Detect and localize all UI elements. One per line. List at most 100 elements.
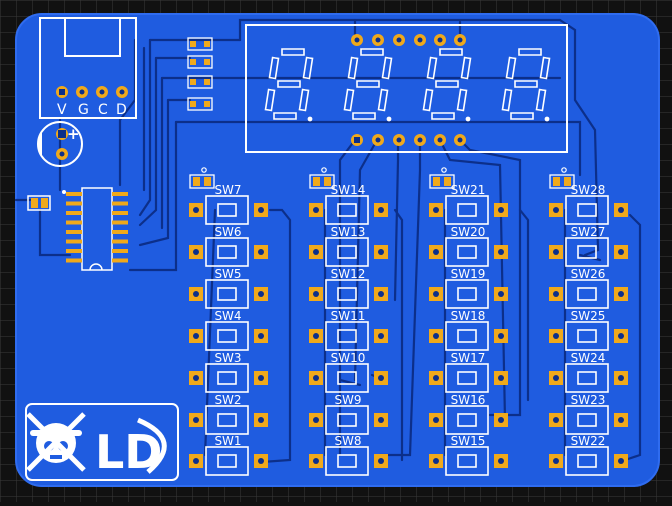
ic-pad [112, 220, 128, 225]
tactile-switch: SW8 [309, 434, 388, 476]
switch-label: SW21 [451, 183, 486, 197]
switch-label: SW5 [214, 267, 241, 281]
ic-pad [66, 220, 82, 225]
tactile-switch: SW20 [429, 225, 508, 267]
tactile-switch: SW14 [309, 183, 388, 225]
tactile-switch: SW28 [549, 183, 628, 225]
switch-label: SW6 [214, 225, 241, 239]
resistor-pad [204, 79, 210, 85]
ic-pad [66, 201, 82, 206]
tactile-switch: SW5 [189, 267, 268, 309]
electrolytic-capacitor: + [37, 121, 83, 167]
switch-label: SW4 [214, 309, 241, 323]
display-digit [501, 48, 551, 122]
resistor-outline [187, 37, 213, 51]
connector-pin-labels: V G C D [57, 102, 127, 118]
resistor-pad [204, 101, 210, 107]
tactile-switch: SW25 [549, 309, 628, 351]
switch-label: SW11 [331, 309, 366, 323]
tactile-switch: SW19 [429, 267, 508, 309]
tactile-switch: SW6 [189, 225, 268, 267]
ic-pad [112, 258, 128, 263]
capacitor-polarity: + [67, 125, 80, 143]
switch-label: SW27 [571, 225, 606, 239]
switch-label: SW7 [214, 183, 241, 197]
resistor-pad [204, 59, 210, 65]
ld-logo: LD [25, 403, 179, 481]
tactile-switch: SW11 [309, 309, 388, 351]
seven-segment-display [245, 24, 568, 153]
ic-pad [112, 230, 128, 234]
switch-label: SW22 [571, 434, 606, 448]
tactile-switch: SW27 [549, 225, 628, 267]
pin-label-v: V [57, 102, 67, 118]
switch-label: SW16 [451, 393, 486, 407]
jumper-pads [309, 167, 335, 189]
tactile-switch: SW10 [309, 351, 388, 393]
tactile-switch: SW17 [429, 351, 508, 393]
ic-pad [112, 239, 128, 244]
ic-chip [62, 187, 128, 271]
resistor-array [187, 37, 213, 111]
tactile-switch: SW15 [429, 434, 508, 476]
switch-label: SW2 [214, 393, 241, 407]
switch-label: SW15 [451, 434, 486, 448]
tactile-switch: SW4 [189, 309, 268, 351]
ic-pad [112, 249, 128, 253]
ic-pad [112, 192, 128, 196]
switch-label: SW24 [571, 351, 606, 365]
jumper-pads [429, 167, 455, 189]
tactile-switch: SW23 [549, 393, 628, 435]
switch-label: SW14 [331, 183, 366, 197]
resistor-outline [187, 55, 213, 69]
switch-label: SW20 [451, 225, 486, 239]
skull-icon [26, 412, 86, 472]
tactile-switch-grid: SW7SW6SW5SW4SW3SW2SW1SW14SW13SW12SW11SW1… [189, 167, 628, 476]
resistor-outline [187, 97, 213, 111]
switch-label: SW9 [334, 393, 361, 407]
ic-pad [66, 230, 82, 234]
display-digit [422, 48, 472, 122]
switch-label: SW23 [571, 393, 606, 407]
pin-label-c: C [98, 102, 108, 118]
pin-label-d: D [116, 102, 127, 118]
switch-label: SW25 [571, 309, 606, 323]
resistor-outline [187, 75, 213, 89]
switch-label: SW12 [331, 267, 366, 281]
switch-label: SW8 [334, 434, 361, 448]
tactile-switch: SW18 [429, 309, 508, 351]
tactile-switch: SW7 [189, 183, 268, 225]
ic-pad [112, 201, 128, 206]
pin-label-g: G [78, 102, 89, 118]
jumper-pads [189, 167, 215, 189]
tactile-switch: SW2 [189, 393, 268, 435]
switch-label: SW28 [571, 183, 606, 197]
tactile-switch: SW16 [429, 393, 508, 435]
tactile-switch: SW13 [309, 225, 388, 267]
display-digit [343, 48, 393, 122]
tactile-switch: SW12 [309, 267, 388, 309]
tactile-switch: SW26 [549, 267, 628, 309]
switch-label: SW26 [571, 267, 606, 281]
tactile-switch: SW3 [189, 351, 268, 393]
switch-label: SW3 [214, 351, 241, 365]
smd-capacitor-left [27, 195, 51, 211]
resistor-pad [190, 101, 196, 107]
ic-pad [66, 211, 82, 215]
tactile-switch: SW9 [309, 393, 388, 435]
ic-pad [66, 192, 82, 196]
power-connector [39, 17, 137, 119]
display-digit [264, 48, 314, 122]
resistor-pad [190, 41, 196, 47]
ic-pad [66, 249, 82, 253]
resistor-pad [190, 59, 196, 65]
switch-label: SW18 [451, 309, 486, 323]
resistor-pad [190, 79, 196, 85]
resistor-pad [204, 41, 210, 47]
switch-label: SW13 [331, 225, 366, 239]
ic-pad [66, 239, 82, 244]
switch-label: SW1 [214, 434, 241, 448]
jumper-pads [549, 167, 575, 189]
